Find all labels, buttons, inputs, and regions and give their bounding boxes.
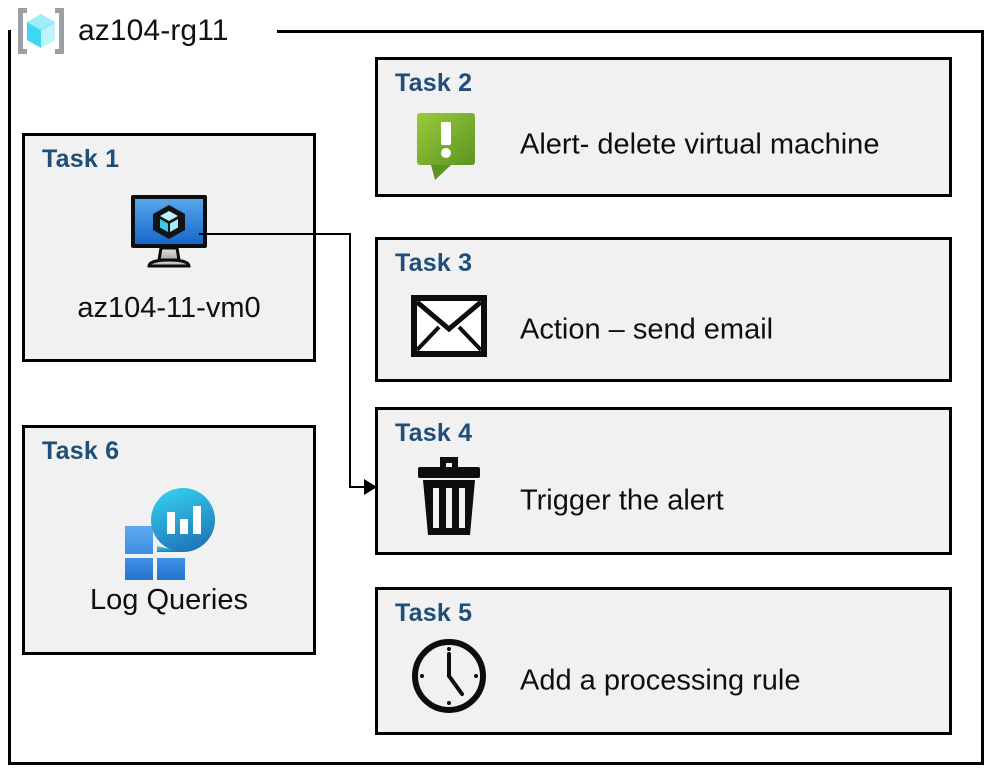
resource-group-frame-top bbox=[277, 30, 984, 33]
task6-caption: Log Queries bbox=[90, 584, 248, 616]
task-card-task2[interactable]: Task 2 Alert- delete virtual mac bbox=[375, 57, 952, 197]
task-label: Task 4 bbox=[395, 419, 473, 447]
envelope-mail-icon bbox=[411, 294, 487, 362]
task2-caption: Alert- delete virtual machine bbox=[520, 128, 880, 161]
connector-segment-vertical bbox=[349, 233, 351, 487]
task3-caption: Action – send email bbox=[520, 313, 774, 345]
resource-group-header: az104-rg11 bbox=[14, 2, 239, 60]
resource-group-frame-left bbox=[8, 30, 11, 765]
task2-icon-wrap bbox=[406, 105, 492, 191]
task4-caption: Trigger the alert bbox=[520, 484, 724, 517]
task-label: Task 1 bbox=[42, 145, 120, 173]
alert-callout-exclamation-icon bbox=[411, 108, 487, 189]
connector-segment-horizontal-top bbox=[199, 233, 351, 235]
virtual-machine-monitor-icon bbox=[123, 192, 215, 277]
task6-icon-wrap bbox=[25, 484, 313, 585]
task5-caption: Add a processing rule bbox=[520, 664, 801, 697]
resource-group-frame-bottom bbox=[8, 762, 984, 765]
trash-can-delete-icon bbox=[415, 455, 483, 542]
task-card-task1[interactable]: Task 1 bbox=[22, 133, 316, 362]
task3-icon-wrap bbox=[406, 285, 492, 371]
task4-icon-wrap bbox=[406, 455, 492, 541]
task-label: Task 2 bbox=[395, 69, 473, 97]
task-card-task3[interactable]: Task 3 Action – send email bbox=[375, 237, 952, 382]
task1-icon-wrap bbox=[25, 192, 313, 277]
task-label: Task 5 bbox=[395, 599, 473, 627]
log-analytics-icon bbox=[117, 484, 221, 585]
task-card-task5[interactable]: Task 5 Add a processing rule bbox=[375, 587, 952, 735]
resource-group-title: az104-rg11 bbox=[78, 14, 229, 47]
arrowhead-right-icon bbox=[364, 479, 377, 495]
task-card-task6[interactable]: Task 6 bbox=[22, 425, 316, 655]
clock-icon bbox=[409, 636, 489, 721]
task5-icon-wrap bbox=[406, 635, 492, 721]
task-label: Task 6 bbox=[42, 437, 120, 465]
azure-resource-group-cube-icon bbox=[14, 5, 68, 57]
task1-caption: az104-11-vm0 bbox=[77, 292, 261, 324]
task-label: Task 3 bbox=[395, 249, 473, 277]
resource-group-frame-right bbox=[981, 30, 984, 765]
connector-segment-horizontal-bottom bbox=[349, 486, 369, 488]
task-card-task4[interactable]: Task 4 Trigger the alert bbox=[375, 407, 952, 555]
